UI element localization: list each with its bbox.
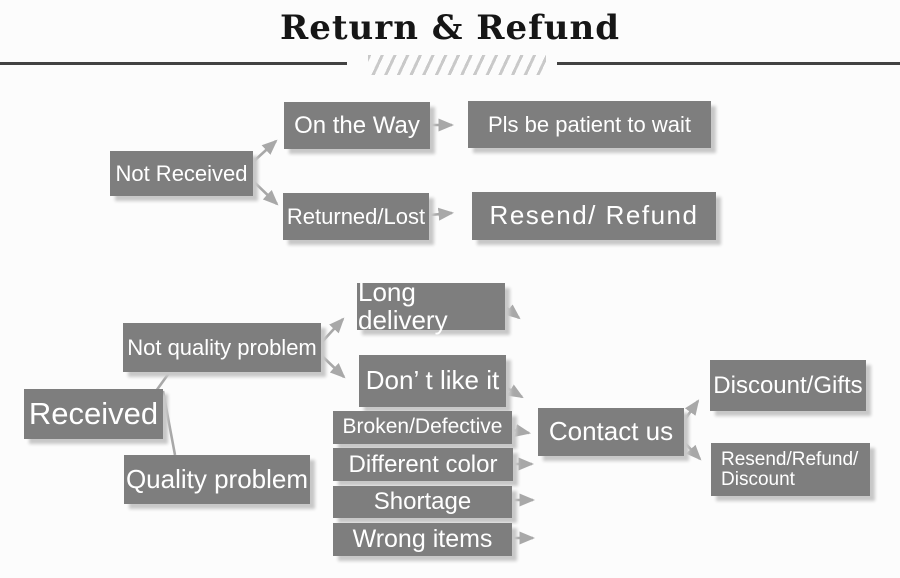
node-received: Received [24, 389, 163, 439]
node-different-color: Different color [333, 448, 513, 481]
divider-line-left [0, 62, 347, 65]
edge-contact-resenddiscount [682, 440, 702, 461]
node-returned-lost: Returned/Lost [283, 193, 429, 240]
edge-broken-contact [512, 424, 532, 437]
divider-slashes-decoration [368, 55, 546, 75]
node-contact-us: Contact us [538, 408, 684, 456]
edge-returnedlost-resend [429, 207, 455, 221]
node-not-received: Not Received [110, 151, 253, 196]
node-discount-gifts: Discount/Gifts [710, 360, 866, 411]
node-on-the-way: On the Way [284, 102, 430, 149]
node-not-quality-problem: Not quality problem [123, 323, 321, 372]
edge-notreceived-ontheway [253, 139, 278, 162]
node-quality-problem: Quality problem [124, 455, 310, 504]
edge-notquality-dontlike [321, 355, 346, 379]
node-dont-like-it: Don’ t like it [359, 355, 506, 407]
node-wrong-items: Wrong items [333, 523, 512, 556]
node-resend-refund-discount: Resend/Refund/ Discount [711, 443, 870, 496]
page-title: Return & Refund [279, 8, 621, 48]
edge-notreceived-returnedlost [253, 181, 279, 206]
edge-dontlike-contact [506, 384, 524, 399]
edge-longdelivery-contact [502, 303, 521, 320]
node-pls-be-patient-to-wait: Pls be patient to wait [468, 101, 711, 148]
node-shortage: Shortage [333, 486, 512, 518]
node-long-delivery: Long delivery [357, 279, 505, 333]
edge-received-quality [161, 390, 177, 456]
edge-notquality-longdelivery [321, 317, 345, 343]
node-resend-refund: Resend/ Refund [472, 192, 716, 240]
divider-line-right [557, 62, 900, 65]
node-broken-defective: Broken/Defective [333, 411, 512, 444]
